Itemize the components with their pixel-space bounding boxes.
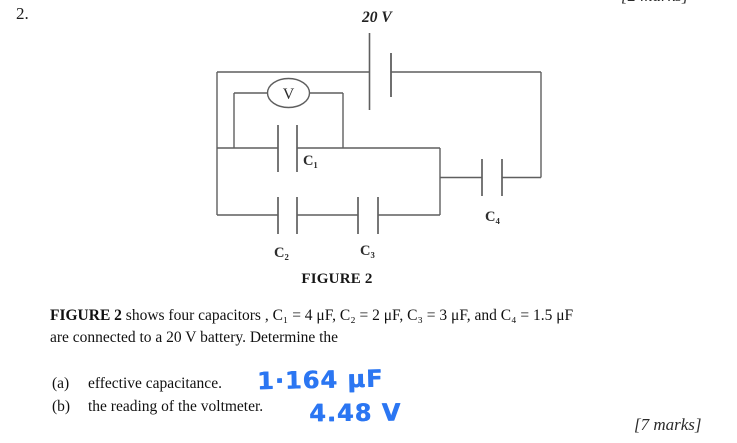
battery-symbol	[368, 33, 392, 110]
capacitor-c1-symbol	[277, 125, 298, 172]
problem-statement-line2: are connected to a 20 V battery. Determi…	[50, 329, 339, 346]
c3-label: C₃	[360, 243, 375, 259]
question-number: 2.	[16, 4, 29, 23]
item-b-label: (b)	[52, 398, 71, 415]
c4-label: C₄	[485, 209, 500, 225]
handwritten-answer-b: 4.48 V	[308, 398, 402, 428]
voltmeter-label: V	[283, 86, 295, 103]
capacitor-c2-symbol	[277, 197, 298, 234]
c1-label: C₁	[303, 153, 318, 169]
circuit-wires	[216, 71, 542, 216]
capacitor-c3-symbol	[357, 197, 379, 234]
capacitor-c4-symbol	[481, 159, 503, 196]
c2-label: C₂	[274, 245, 289, 261]
item-a-text: effective capacitance.	[88, 375, 222, 392]
question-item-b: (b) the reading of the voltmeter.	[52, 398, 263, 416]
question-marks: [7 marks]	[634, 415, 702, 434]
voltmeter-symbol: V	[266, 77, 311, 109]
circuit-diagram: V 20 V C₁ C₂ C₃ C₄	[216, 9, 542, 261]
item-b-text: the reading of the voltmeter.	[88, 398, 264, 415]
figure-reference-bold: FIGURE 2	[50, 307, 122, 324]
handwritten-answer-a: 1·164 μF	[256, 364, 384, 396]
problem-statement: FIGURE 2 shows four capacitors , C₁ = 4 …	[50, 305, 722, 349]
problem-statement-line1: shows four capacitors , C₁ = 4 μF, C₂ = …	[121, 307, 574, 324]
item-a-label: (a)	[52, 375, 70, 392]
question-item-a: (a) effective capacitance.	[52, 375, 222, 393]
figure-caption: FIGURE 2	[301, 271, 373, 287]
battery-voltage-label: 20 V	[361, 9, 393, 26]
previous-question-marks-cutoff: [2 marks]	[621, 0, 689, 6]
